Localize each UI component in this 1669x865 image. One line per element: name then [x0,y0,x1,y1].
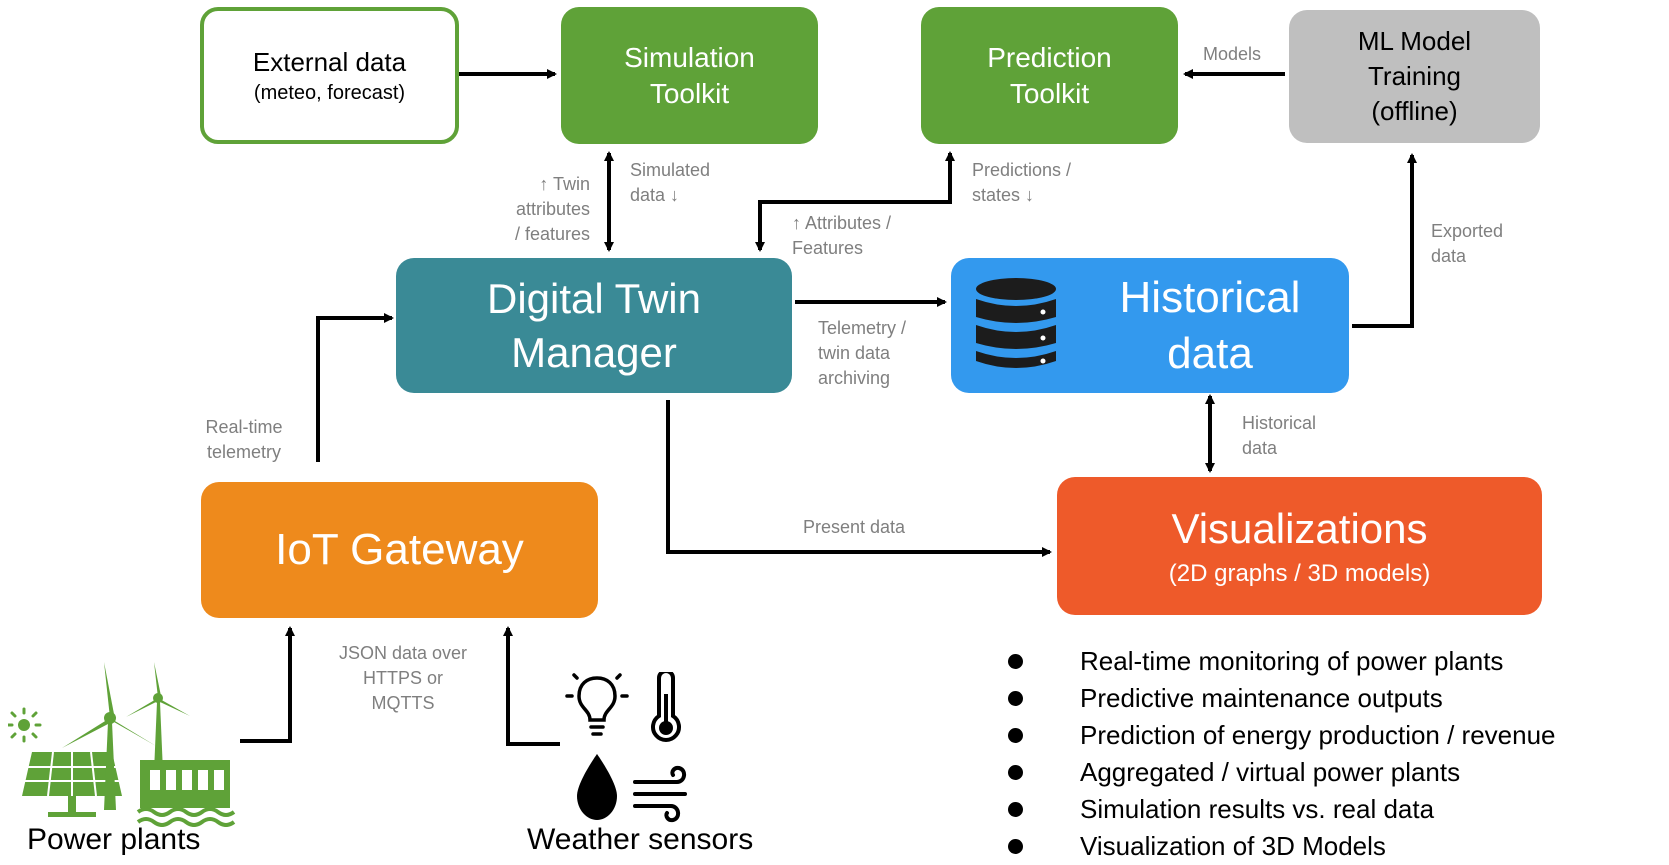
visualizations-subtitle: (2D graphs / 3D models) [1168,560,1431,587]
wind-icon [633,765,687,823]
list-item: Simulation results vs. real data [1008,791,1556,828]
visualizations-box: Visualizations (2D graphs / 3D models) [1057,477,1542,615]
label-exported-data: Exported data [1431,221,1504,266]
prediction-toolkit-line2: Toolkit [1009,77,1090,109]
dtm-line1: Digital Twin [487,274,701,322]
weather-sensors-caption: Weather sensors [527,823,754,856]
label-models: Models [1203,44,1262,64]
historical-data-box: Historical data [951,258,1349,393]
water-drop-icon [577,754,617,820]
external-data-subtitle: (meteo, forecast) [253,81,406,104]
database-icon [976,278,1056,368]
label-historical-data: Historical data [1242,413,1317,458]
weather-sensors-icon [565,672,687,823]
dtm-line2: Manager [511,328,677,376]
ml-model-training-box: ML Model Training (offline) [1289,10,1540,143]
ml-model-line2: Training [1368,61,1461,91]
iot-gateway-box: IoT Gateway [201,482,598,618]
label-simulated-data: Simulated data ↓ [630,160,711,205]
arrow-dtm-to-viz [666,400,1052,557]
power-plants-caption: Power plants [27,823,201,856]
label-present-data: Present data [803,517,906,537]
label-attributes-features: ↑ Attributes / Features [792,213,892,258]
arrow-prediction-dtm [755,151,955,252]
power-plants-icon [8,662,236,827]
prediction-toolkit-box: Prediction Toolkit [921,7,1178,144]
label-realtime-telemetry: Real-time telemetry [205,417,283,462]
simulation-toolkit-line1: Simulation [624,41,755,73]
arrow-weather-to-iot [503,626,560,746]
historical-line2: data [1167,328,1253,378]
use-case-list: Real-time monitoring of power plants Pre… [1008,643,1556,865]
arrow-historical-to-ml [1352,153,1417,328]
label-json-data: JSON data over HTTPS or MQTTS [338,643,468,713]
arrow-power-to-iot [240,626,295,743]
simulation-toolkit-line2: Toolkit [649,77,730,109]
external-data-title: External data [252,46,407,77]
list-item: Predictive maintenance outputs [1008,680,1556,717]
arrow-iot-to-dtm [316,313,394,462]
ml-model-line1: ML Model [1357,26,1472,56]
list-item: Prediction of energy production / revenu… [1008,717,1556,754]
label-twin-attributes: ↑ Twin attributes / features [514,174,590,244]
label-predictions-states: Predictions / states ↓ [972,160,1072,205]
light-bulb-icon [565,673,629,736]
list-item: Aggregated / virtual power plants [1008,754,1556,791]
ml-model-line3: (offline) [1371,96,1458,126]
external-data-box: External data (meteo, forecast) [200,7,459,144]
thermometer-icon [651,672,681,742]
label-telemetry-archiving: Telemetry / twin data archiving [818,318,907,388]
prediction-toolkit-line1: Prediction [987,41,1112,73]
simulation-toolkit-box: Simulation Toolkit [561,7,818,144]
list-item: Visualization of 3D Models [1008,828,1556,865]
visualizations-title: Visualizations [1171,505,1428,552]
list-item: Real-time monitoring of power plants [1008,643,1556,680]
digital-twin-manager-box: Digital Twin Manager [396,258,792,393]
iot-gateway-title: IoT Gateway [275,525,524,574]
historical-line1: Historical [1119,272,1301,322]
